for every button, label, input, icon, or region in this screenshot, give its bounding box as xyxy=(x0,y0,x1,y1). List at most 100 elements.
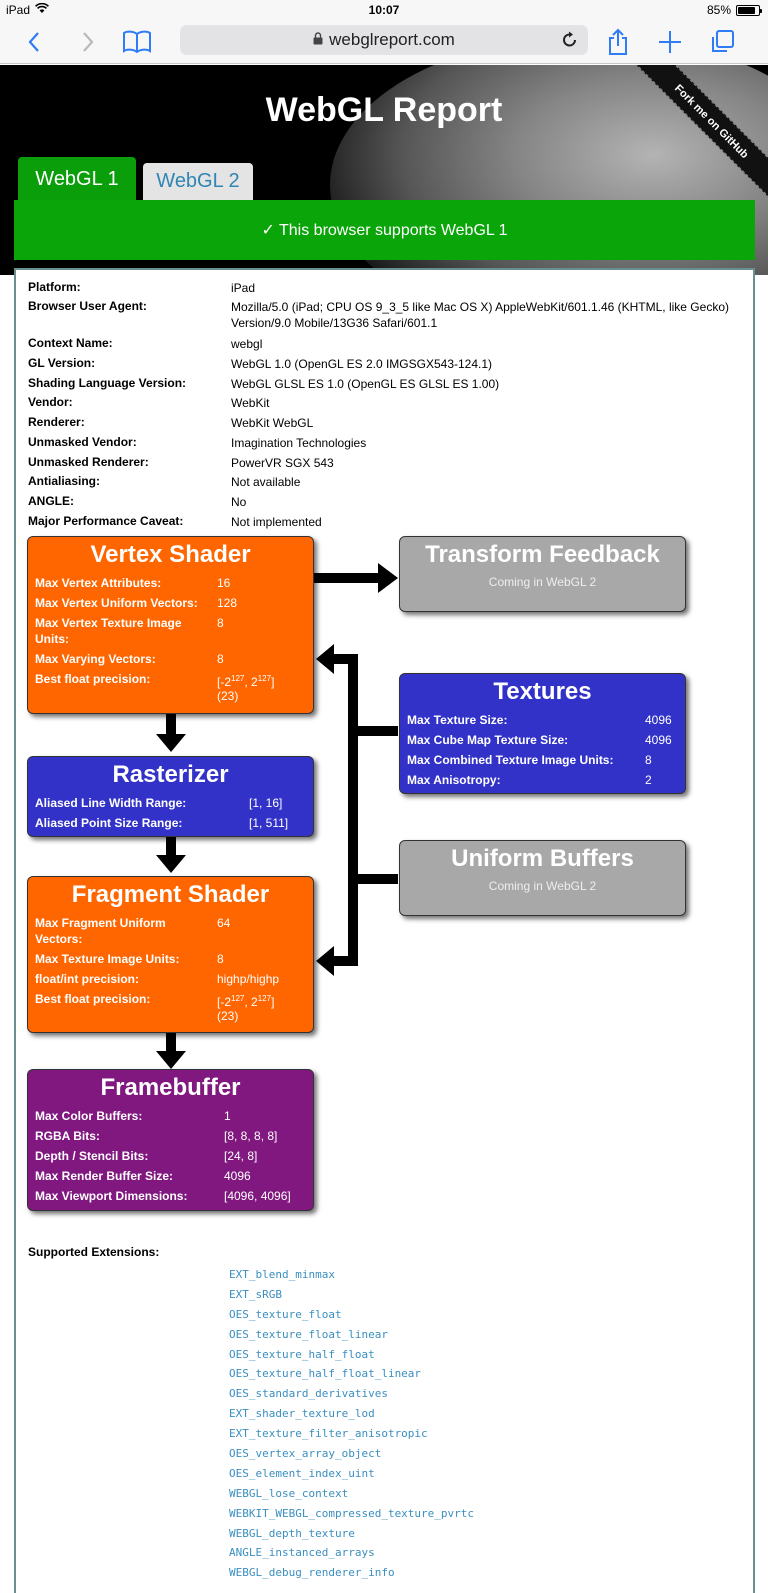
extension-link[interactable]: OES_texture_float xyxy=(229,1307,342,1321)
vertex-row-value: 8 xyxy=(217,616,224,630)
transform-feedback-note: Coming in WebGL 2 xyxy=(488,575,597,589)
battery-icon xyxy=(736,4,762,16)
arrow-head-right-icon xyxy=(378,563,398,593)
reload-icon[interactable] xyxy=(562,31,578,54)
framebuffer-row-value: 4096 xyxy=(224,1169,251,1183)
extension-link[interactable]: WEBGL_depth_texture xyxy=(229,1526,355,1540)
forward-button[interactable] xyxy=(72,26,104,58)
clock: 10:07 xyxy=(368,3,400,17)
textures-row-value: 2 xyxy=(645,773,652,787)
new-tab-button[interactable] xyxy=(654,26,686,58)
framebuffer-row-label: Max Render Buffer Size: xyxy=(35,1169,174,1183)
vertex-row-value: 128 xyxy=(217,596,238,610)
extension-link[interactable]: OES_vertex_array_object xyxy=(229,1447,382,1461)
extension-link[interactable]: OES_texture_half_float xyxy=(229,1347,375,1361)
lock-icon xyxy=(313,30,323,50)
vertex-row-label-cont: Units: xyxy=(35,632,69,646)
uniform-buffers-title: Uniform Buffers xyxy=(451,845,634,872)
extension-link[interactable]: OES_texture_float_linear xyxy=(229,1327,388,1341)
browser-toolbar: webglreport.com xyxy=(0,20,768,64)
extension-link[interactable]: OES_standard_derivatives xyxy=(229,1387,388,1401)
framebuffer-row-value: [24, 8] xyxy=(224,1149,258,1163)
battery-percent: 85% xyxy=(706,3,731,17)
status-bar: iPad 10:07 85% xyxy=(0,0,768,20)
report-content: Platform:iPad Browser User Agent:Mozilla… xyxy=(14,268,755,1593)
extension-link[interactable]: EXT_sRGB xyxy=(229,1287,282,1301)
framebuffer-row-label: Max Color Buffers: xyxy=(35,1109,143,1123)
share-icon xyxy=(609,28,627,55)
extension-link[interactable]: EXT_blend_minmax xyxy=(229,1268,335,1281)
url-text: webglreport.com xyxy=(329,30,455,49)
transform-feedback-title: Transform Feedback xyxy=(425,541,660,568)
arrow-head-down-icon xyxy=(156,855,186,873)
fragment-row-value: 8 xyxy=(217,952,224,966)
page-title: WebGL Report xyxy=(265,91,503,129)
framebuffer-title: Framebuffer xyxy=(100,1074,241,1101)
textures-row-label: Max Combined Texture Image Units: xyxy=(407,753,614,767)
tabs-icon xyxy=(712,30,734,52)
rasterizer-box: Rasterizer Aliased Line Width Range: [1,… xyxy=(27,756,314,837)
book-icon xyxy=(123,30,151,54)
back-button[interactable] xyxy=(18,26,50,58)
fragment-row-label: Best float precision: xyxy=(35,992,151,1006)
chevron-left-icon xyxy=(28,32,39,52)
support-banner: ✓ This browser supports WebGL 1 xyxy=(14,200,755,260)
address-bar[interactable]: webglreport.com xyxy=(180,25,588,55)
transform-feedback-box: Transform Feedback Coming in WebGL 2 xyxy=(399,536,686,612)
rasterizer-title: Rasterizer xyxy=(112,761,229,788)
arrow-textures-to-bus xyxy=(358,726,398,736)
arrow-head-left-icon xyxy=(316,946,334,976)
fragment-row-value: highp/highp xyxy=(217,972,280,986)
fragment-shader-box: Fragment Shader Max Fragment Uniform Vec… xyxy=(27,876,314,1033)
extension-link[interactable]: OES_texture_half_float_linear xyxy=(229,1367,422,1381)
vertex-shader-box: Vertex Shader Max Vertex Attributes: 16 … xyxy=(27,536,314,714)
bookmarks-button[interactable] xyxy=(121,26,153,58)
extension-link[interactable]: WEBKIT_WEBGL_compressed_texture_pvrtc xyxy=(229,1506,475,1520)
fragment-precision-bits: (23) xyxy=(217,1009,239,1023)
tab-webgl-2[interactable]: WebGL 2 xyxy=(143,163,253,200)
textures-row-label: Max Texture Size: xyxy=(407,713,508,727)
rasterizer-row-value: [1, 16] xyxy=(249,796,283,810)
rasterizer-row-value: [1, 511] xyxy=(249,816,289,830)
arrow-head-down-icon xyxy=(156,1051,186,1069)
textures-row-label: Max Anisotropy: xyxy=(407,773,501,787)
vertex-row-value: 8 xyxy=(217,652,224,666)
fragment-row-label: float/int precision: xyxy=(35,972,140,986)
arrow-fragment-to-framebuffer xyxy=(166,1032,176,1054)
rasterizer-row-label: Aliased Point Size Range: xyxy=(35,816,183,830)
tabs-button[interactable] xyxy=(706,26,738,58)
extension-link[interactable]: WEBGL_debug_renderer_info xyxy=(229,1566,395,1580)
rasterizer-row-label: Aliased Line Width Range: xyxy=(35,796,187,810)
framebuffer-row-label: RGBA Bits: xyxy=(35,1129,100,1143)
fragment-row-label-cont: Vectors: xyxy=(35,932,83,946)
extension-link[interactable]: WEBGL_lose_context xyxy=(229,1486,349,1500)
arrow-vertex-to-rasterizer xyxy=(166,714,176,738)
extensions-list: EXT_blend_minmax EXT_sRGB OES_texture_fl… xyxy=(229,1265,474,1583)
fragment-precision-value: [-2127, 2127] xyxy=(217,994,275,1009)
vertex-shader-title: Vertex Shader xyxy=(90,541,251,568)
arrow-head-left-icon xyxy=(316,644,334,674)
arrow-head-down-icon xyxy=(156,734,186,752)
textures-box: Textures Max Texture Size: 4096 Max Cube… xyxy=(399,673,686,794)
fragment-row-label: Max Fragment Uniform xyxy=(35,916,166,930)
extension-link[interactable]: EXT_texture_filter_anisotropic xyxy=(229,1427,428,1441)
arrow-uniform-buffers-to-bus xyxy=(358,874,398,884)
arrow-vertex-to-feedback xyxy=(314,573,384,583)
fragment-shader-title: Fragment Shader xyxy=(71,881,270,908)
extension-link[interactable]: ANGLE_instanced_arrays xyxy=(229,1546,375,1560)
arrow-bus-to-vertex xyxy=(332,654,358,664)
textures-title: Textures xyxy=(493,678,592,705)
framebuffer-row-value: [8, 8, 8, 8] xyxy=(224,1129,278,1143)
wifi-icon xyxy=(35,2,49,17)
tab-webgl-1[interactable]: WebGL 1 xyxy=(18,157,136,201)
fragment-row-value: 64 xyxy=(217,916,231,930)
share-button[interactable] xyxy=(602,26,634,58)
framebuffer-row-label: Max Viewport Dimensions: xyxy=(35,1189,188,1203)
arrow-bus-vertical xyxy=(348,654,358,966)
vertex-row-label: Max Vertex Uniform Vectors: xyxy=(35,596,198,610)
vertex-precision-bits: (23) xyxy=(217,689,239,703)
uniform-buffers-note: Coming in WebGL 2 xyxy=(488,879,597,893)
extension-link[interactable]: EXT_shader_texture_lod xyxy=(229,1407,375,1421)
plus-icon xyxy=(659,31,681,53)
extension-link[interactable]: OES_element_index_uint xyxy=(229,1466,375,1480)
